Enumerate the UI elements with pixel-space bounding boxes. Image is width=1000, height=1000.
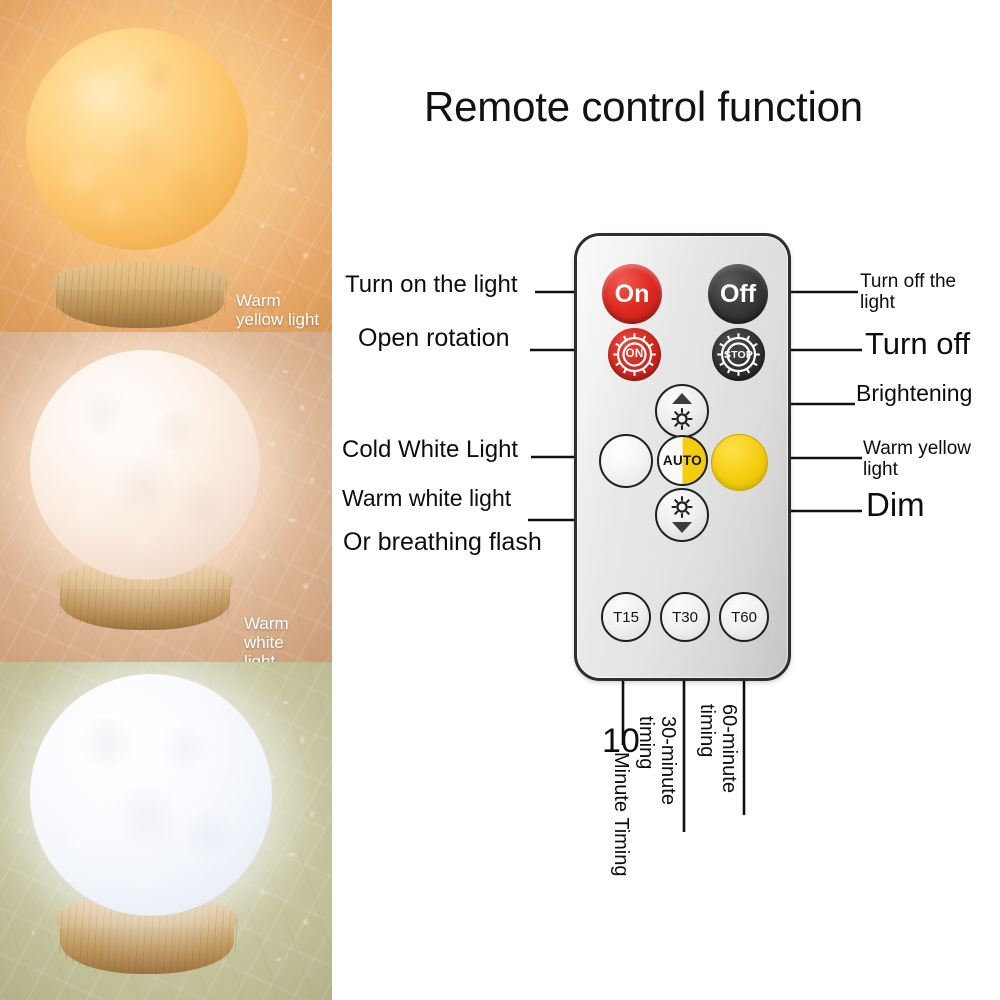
- auto-mode-button[interactable]: AUTO: [657, 435, 708, 486]
- callout-turn-off: Turn off: [865, 326, 971, 361]
- rotation-on-button[interactable]: ON: [608, 328, 661, 381]
- brightness-up-icon: [671, 393, 693, 431]
- photo-warm-white: Warm white light: [0, 332, 332, 662]
- callout-warm-yellow-light: Warm yellow light: [863, 438, 972, 480]
- product-photo-strip: Warm yellow light Warm white light: [0, 0, 332, 1000]
- timer-30-button[interactable]: T30: [660, 592, 710, 642]
- moon-lamp-globe: [26, 28, 248, 250]
- cold-white-light-button[interactable]: [599, 434, 653, 488]
- brightness-up-button[interactable]: [655, 384, 709, 438]
- callout-or-breathing-flash: Or breathing flash: [343, 528, 542, 556]
- gear-icon: [613, 333, 656, 376]
- rotation-stop-button[interactable]: STOP: [712, 328, 765, 381]
- photo-warm-yellow: Warm yellow light: [0, 0, 332, 332]
- brightness-down-button[interactable]: [655, 488, 709, 542]
- callout-open-rotation: Open rotation: [358, 324, 510, 352]
- timer-60-text-label: 60-minute timing: [695, 704, 740, 793]
- brightness-down-icon: [671, 495, 693, 533]
- callout-brightening: Brightening: [856, 380, 973, 406]
- callout-warm-white-light: Warm white light: [342, 485, 512, 511]
- remote-control-body: On Off: [574, 233, 791, 681]
- timer-15-button[interactable]: T15: [601, 592, 651, 642]
- power-on-button[interactable]: On: [602, 264, 662, 324]
- page-title: Remote control function: [424, 83, 863, 130]
- callout-dim: Dim: [866, 486, 925, 523]
- timer-30-text-label: 30-minute timing: [634, 716, 679, 805]
- warm-yellow-light-button[interactable]: [711, 434, 768, 491]
- wooden-base: [52, 262, 228, 328]
- moon-lamp-globe: [30, 674, 272, 916]
- rotation-stop-label: STOP: [723, 349, 754, 361]
- timer-15-text-label: Minute Timing: [610, 752, 632, 877]
- timer-15-number-label: 10: [602, 722, 640, 760]
- photo-cold-white: [0, 662, 332, 1000]
- photo-caption: Warm white light: [244, 614, 289, 662]
- callout-turn-on-the-light: Turn on the light: [345, 271, 518, 298]
- timer-60-line: 60-minute timing: [695, 704, 740, 793]
- photo-caption: Warm yellow light: [236, 291, 320, 330]
- moon-lamp-globe: [30, 350, 260, 580]
- power-off-button[interactable]: Off: [708, 264, 768, 324]
- timer-60-button[interactable]: T60: [719, 592, 769, 642]
- callout-cold-white-light: Cold White Light: [342, 436, 519, 463]
- timer-30-line: 30-minute timing: [634, 716, 679, 805]
- gear-icon: [717, 333, 760, 376]
- rotation-on-label: ON: [625, 348, 644, 360]
- callout-turn-off-the-light: Turn off the light: [860, 271, 957, 313]
